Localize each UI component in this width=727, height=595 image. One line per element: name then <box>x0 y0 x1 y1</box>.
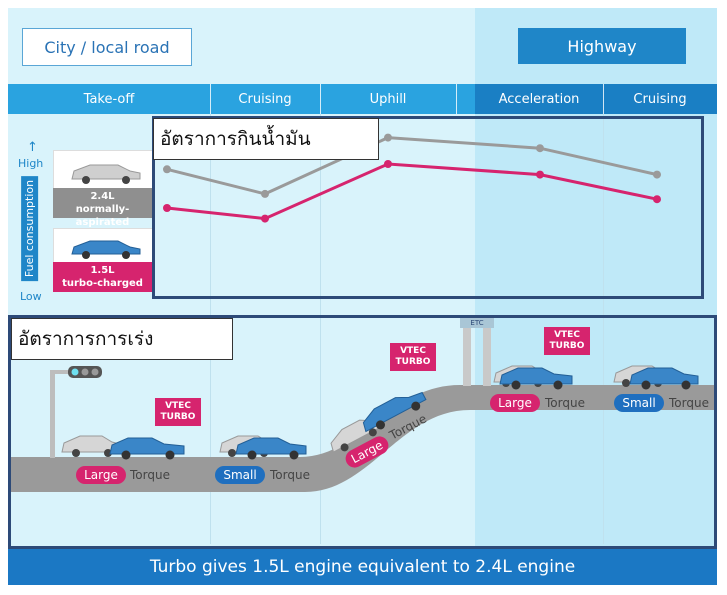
car-blue-highway <box>629 367 699 390</box>
phase-guide-line <box>320 114 321 544</box>
vtec-text: VTEC <box>554 330 580 340</box>
vtec-text: VTEC <box>400 346 426 356</box>
torque-label: Torque <box>270 468 310 482</box>
phase-acceleration: Acceleration <box>498 91 580 107</box>
phase-bar-highway <box>475 84 717 114</box>
fuel-consumption-overlay-title: อัตราการกินน้ำมัน <box>153 118 379 160</box>
etc-gate-top <box>460 316 494 328</box>
fuel-data-point <box>536 170 544 179</box>
turbo-text: TURBO <box>549 341 585 351</box>
engine-2-4l-size: 2.4L <box>90 191 115 202</box>
highway-zone-label: Highway <box>518 28 686 64</box>
engine-1-5l-size: 1.5L <box>90 265 115 276</box>
torque-size-badge: Small <box>215 466 265 484</box>
torque-size-badge: Small <box>614 394 664 412</box>
fuel-data-point <box>653 195 661 204</box>
summary-banner: Turbo gives 1.5L engine equivalent to 2.… <box>8 549 717 585</box>
acceleration-frame <box>8 315 717 549</box>
etc-sign: ETC <box>470 319 483 327</box>
phase-cruising-highway: Cruising <box>633 91 687 107</box>
traffic-light-pole <box>50 370 55 458</box>
car-gray-takeoff <box>61 435 121 457</box>
phase-divider <box>456 84 457 114</box>
car-blue-accel <box>499 367 573 390</box>
road-surface <box>8 385 717 492</box>
acceleration-overlay-title: อัตราการการเร่ง <box>11 318 233 360</box>
turbo-text: TURBO <box>160 412 196 422</box>
turbo-text: TURBO <box>395 357 431 367</box>
phase-cruising-city: Cruising <box>238 91 292 107</box>
fuel-data-point <box>384 133 392 142</box>
city-zone-label: City / local road <box>22 28 192 66</box>
etc-gate-left <box>463 318 471 386</box>
vtec-text: VTEC <box>165 401 191 411</box>
engine-2-4l-type: normally-aspirated <box>75 204 130 228</box>
fuel-data-point <box>163 204 171 212</box>
legend-engine-1-5l: 1.5L turbo-charged <box>53 262 152 292</box>
phase-uphill: Uphill <box>369 91 407 107</box>
etc-gate-right <box>483 318 491 386</box>
torque-label: Torque <box>669 396 709 410</box>
legend-engine-2-4l: 2.4L normally-aspirated <box>53 188 152 228</box>
traffic-light-arm <box>50 370 72 374</box>
fuel-data-point <box>653 170 661 179</box>
torque-label: Torque <box>130 468 170 482</box>
fuel-chart-frame <box>152 116 704 299</box>
car-blue-takeoff <box>109 437 185 460</box>
phase-take-off: Take-off <box>83 91 135 107</box>
phase-guide-line <box>603 114 604 544</box>
car-blue-cruising <box>235 437 307 460</box>
fuel-data-point <box>536 144 544 153</box>
phase-divider <box>603 84 604 114</box>
phase-divider <box>320 84 321 114</box>
torque-size-badge: Large <box>490 394 540 412</box>
fuel-data-point <box>384 160 392 168</box>
fuel-data-point <box>163 165 171 174</box>
car-blue-uphill <box>362 391 427 433</box>
torque-label: Torque <box>545 396 585 410</box>
legend-car-blue <box>53 228 154 264</box>
phase-divider <box>210 84 211 114</box>
axis-low-label: Low <box>20 290 42 303</box>
engine-1-5l-type: turbo-charged <box>62 278 143 289</box>
fuel-data-point <box>261 189 269 198</box>
axis-arrow-icon: ↑ <box>27 140 38 155</box>
fuel-data-point <box>261 214 269 223</box>
axis-high-label: High <box>18 157 44 170</box>
torque-size-badge: Large <box>76 466 126 484</box>
